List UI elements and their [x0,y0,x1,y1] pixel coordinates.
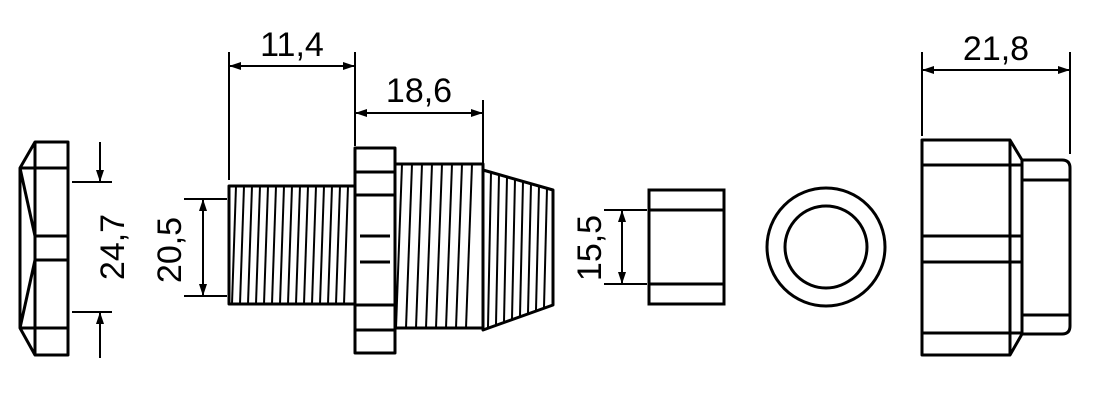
thread-line [465,163,473,329]
locknut-side-view [18,140,70,357]
thread-line [455,163,463,329]
thread-line [311,185,317,305]
thread-line [303,185,309,305]
dim-label-seal-diameter: 15,5 [571,215,609,281]
thread-line [535,185,540,311]
dim-label-body-length: 18,6 [386,72,452,110]
clamp-finger-lines [487,172,548,328]
thread-line [279,185,285,305]
thread-line [247,185,253,305]
dome-cap-nut [920,138,1072,357]
thread-line [415,163,423,329]
cylindrical-seal [647,188,726,306]
left-thread-ridges [231,185,349,305]
dim-label-thread-length: 11,4 [260,26,324,64]
thread-line [495,174,500,325]
thread-line [405,163,413,329]
thread-line [519,181,524,316]
thread-line [425,163,433,329]
thread-line [395,163,403,329]
thread-line [255,185,261,305]
thread-line [271,185,277,305]
dim-seal-diameter [604,209,647,285]
thread-line [445,163,453,329]
thread-line [343,185,349,305]
thread-line [319,185,325,305]
dim-thread-length [228,52,356,180]
thread-line [511,179,516,319]
thread-line [295,185,301,305]
dim-locknut-height [72,142,112,358]
thread-line [231,185,237,305]
thread-line [335,185,341,305]
threaded-gland-body [227,146,555,355]
thread-line [503,176,508,322]
thread-line [543,188,548,308]
dim-label-locknut-height: 24,7 [94,214,132,280]
dim-label-cap-length: 21,8 [963,30,1029,68]
thread-line [263,185,269,305]
thread-line [487,172,492,328]
thread-line [435,163,443,329]
dim-cap-length [921,52,1071,154]
thread-line [239,185,245,305]
ring-front-view [765,186,887,308]
thread-line [287,185,293,305]
dim-body-length [355,100,484,166]
dim-thread-diameter [184,198,227,297]
right-thread-ridges [395,163,473,329]
dim-label-thread-diameter: 20,5 [151,217,189,283]
thread-line [327,185,333,305]
thread-line [527,183,532,313]
